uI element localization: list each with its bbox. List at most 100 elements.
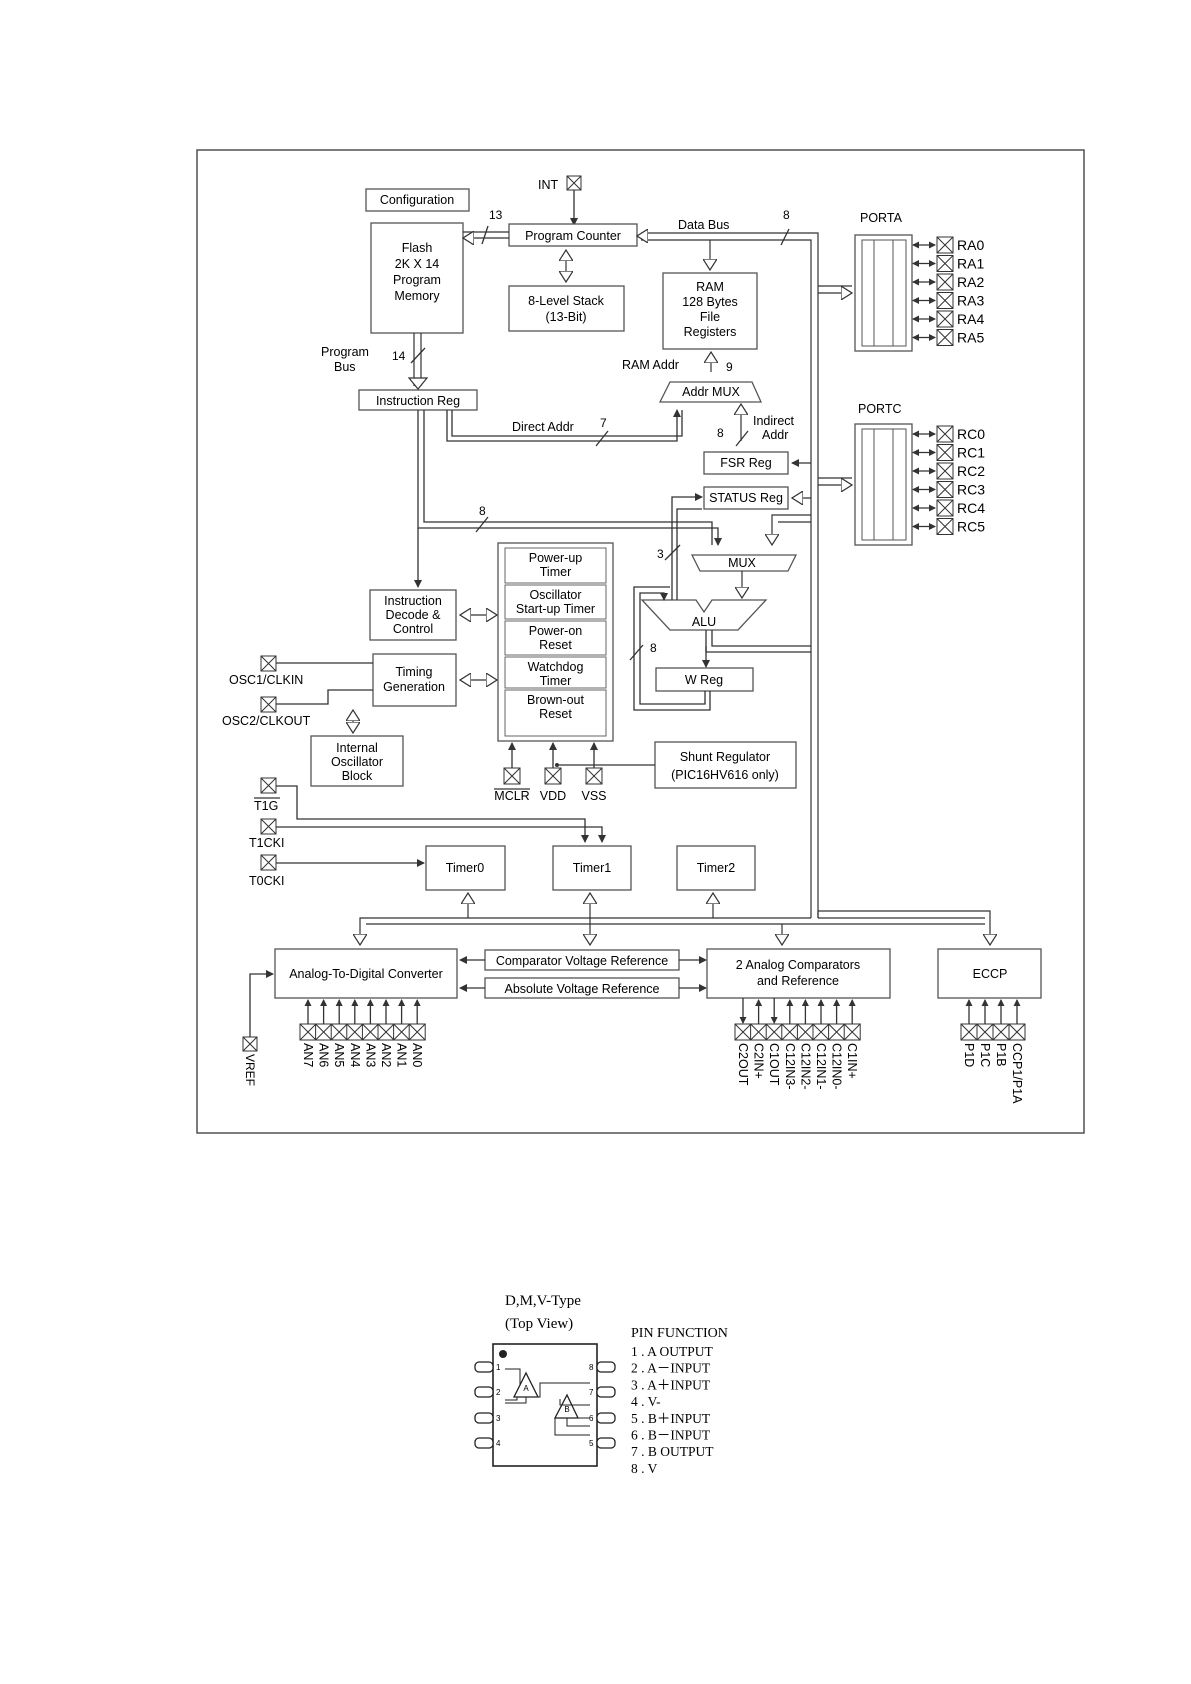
data-bus-inner — [641, 239, 812, 918]
flash-line-1: Flash — [402, 241, 433, 255]
eccp-pin-label-3: CCP1/P1A — [1010, 1043, 1024, 1104]
portc-pin-label-2: RC2 — [957, 463, 985, 479]
eccp-pin-icon-1 — [976, 1023, 994, 1041]
flash-memory-box — [370, 222, 464, 334]
porta-pin-label-2: RA2 — [957, 274, 984, 290]
portc-pin-label-0: RC0 — [957, 426, 985, 442]
t1cki-label: T1CKI — [249, 836, 284, 850]
stack-box — [508, 285, 625, 332]
porta-pin-label-4: RA4 — [957, 311, 984, 327]
porta-pin-label-3: RA3 — [957, 293, 984, 309]
an-pin-label-7: AN0 — [410, 1043, 424, 1067]
portc-pin-label-5: RC5 — [957, 519, 985, 535]
supply-pin-icon-1 — [544, 767, 562, 785]
pin-function-item-5: 6 . B－INPUT — [631, 1428, 711, 1443]
porta-pin-label-1: RA1 — [957, 256, 984, 272]
data-bus-outer — [641, 232, 819, 918]
reset-block-2 — [504, 620, 607, 656]
package-title: D,M,V-Type — [505, 1293, 581, 1309]
an-pin-label-5: AN2 — [379, 1043, 393, 1067]
t0cki-label: T0CKI — [249, 874, 284, 888]
reset-block-2-line-1: Reset — [539, 638, 572, 652]
t1g-pin-icon — [260, 777, 277, 794]
comp-pin-label-7: C1IN+ — [845, 1043, 859, 1079]
int-osc-line-3: Block — [342, 769, 373, 783]
diagram-frame — [196, 149, 1085, 1134]
opamp-a-label: A — [523, 1384, 529, 1393]
reset-block-3-line-1: Timer — [540, 674, 571, 688]
t1g-label: T1G — [254, 799, 278, 813]
program-bus-line-2: Bus — [334, 360, 356, 374]
reset-block-3 — [504, 656, 607, 689]
ram-line-4: Registers — [684, 325, 737, 339]
bus-width-13: 13 — [489, 208, 503, 222]
supply-pin-label-0: MCLR — [494, 789, 529, 803]
int-osc-line-1: Internal — [336, 741, 378, 755]
comp-pin-icon-7 — [843, 1023, 861, 1041]
bus-width-8-fsr: 8 — [717, 426, 724, 440]
ram-line-2: 128 Bytes — [682, 295, 738, 309]
ic-pin-number-left-0: 1 — [496, 1363, 501, 1372]
comp-pin-label-5: C12IN1- — [814, 1043, 828, 1090]
timing-generation-box — [372, 653, 457, 707]
ic-pin-number-right-2: 6 — [589, 1414, 594, 1423]
an-pin-icon-1 — [315, 1023, 333, 1041]
t1cki-pin-icon — [260, 818, 277, 835]
ic-lead-left-0 — [474, 1361, 494, 1373]
alu-shape — [640, 599, 768, 631]
bus-width-8-data: 8 — [783, 208, 790, 222]
reset-block-0 — [504, 547, 607, 584]
instruction-reg-label: Instruction Reg — [376, 394, 460, 408]
alu-label: ALU — [692, 615, 716, 629]
decode-line-1: Instruction — [384, 594, 442, 608]
portc-pin-icon-1 — [936, 444, 954, 461]
comp-pin-label-2: C1OUT — [767, 1043, 781, 1086]
pin-function-item-2: 3 . A＋INPUT — [631, 1377, 711, 1392]
comparators-line-2: and Reference — [757, 974, 839, 988]
pin-function-item-7: 8 . V — [631, 1461, 658, 1476]
addr-mux — [658, 381, 763, 403]
pin-function-item-6: 7 . B OUTPUT — [631, 1444, 714, 1459]
porta-pin-icon-5 — [936, 329, 954, 346]
supply-pin-icon-0 — [503, 767, 521, 785]
ic-pin-number-right-3: 5 — [589, 1439, 594, 1448]
addr-mux-label: Addr MUX — [682, 385, 740, 399]
status-reg-label: STATUS Reg — [709, 491, 783, 505]
mux-label: MUX — [728, 556, 756, 570]
comp-pin-label-1: C2IN+ — [752, 1043, 766, 1079]
timer1-label: Timer1 — [573, 861, 611, 875]
flash-line-2: 2K X 14 — [395, 257, 440, 271]
osc2-label: OSC2/CLKOUT — [222, 714, 311, 728]
ic-pin-number-left-2: 3 — [496, 1414, 501, 1423]
bus-width-9: 9 — [726, 360, 733, 374]
bus-width-8-inst: 8 — [479, 504, 486, 518]
ic-lead-left-3 — [474, 1437, 494, 1449]
eccp-pin-label-2: P1B — [994, 1043, 1008, 1067]
portc-pin-icon-5 — [936, 518, 954, 535]
an-pin-label-3: AN4 — [348, 1043, 362, 1067]
comp-pin-icon-1 — [750, 1023, 768, 1041]
portc-pin-icon-2 — [936, 462, 954, 480]
an-pin-icon-2 — [330, 1023, 348, 1041]
shunt-line-2: (PIC16HV616 only) — [671, 768, 779, 782]
ram-box — [662, 272, 758, 350]
osc1-pin-icon — [260, 655, 277, 672]
porta-pin-icon-2 — [936, 273, 954, 291]
status-reg-box — [703, 486, 789, 510]
comp-pin-icon-6 — [828, 1023, 846, 1041]
an-pin-icon-0 — [299, 1023, 317, 1041]
data-bus-label: Data Bus — [678, 218, 729, 232]
int-pin-icon — [566, 175, 582, 191]
comp-pin-label-3: C12IN3- — [783, 1043, 797, 1090]
direct-addr-path — [446, 409, 681, 442]
pin-function-item-4: 5 . B＋INPUT — [631, 1411, 711, 1426]
osc1-label: OSC1/CLKIN — [229, 673, 303, 687]
reset-block-4 — [504, 689, 607, 737]
